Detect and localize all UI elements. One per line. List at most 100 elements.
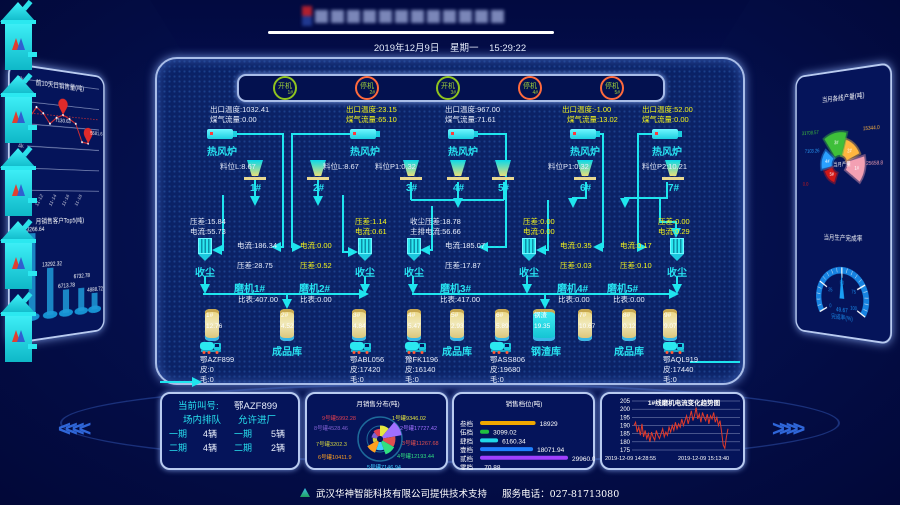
collector-pressure: 压差:15.84: [190, 218, 226, 226]
waiting-count: 4辆: [203, 444, 217, 453]
chart-title: 销售档位(吨): [506, 399, 543, 408]
status-indicator-3#[interactable]: 开机3#: [436, 76, 460, 100]
x-tick-label: 2019-12-09 14:28:55: [605, 456, 656, 462]
collector-body: [522, 238, 536, 254]
hopper-base: [574, 177, 596, 180]
silo-number: 6#: [495, 312, 509, 320]
sales-grade-panel: 销售档位(吨)叁档18929伍档3099.02肆档6160.34壹档18071.…: [452, 392, 595, 470]
grinding-mill-icon: [0, 0, 37, 73]
hopper-base: [400, 177, 422, 180]
truck-icon: [200, 340, 222, 354]
grade-bar: [480, 456, 568, 460]
hopper-number: 7#: [668, 183, 679, 194]
silo-value: 10.67: [578, 323, 592, 331]
footer: 武汉华神智能科技有限公司提供技术支持 服务电话：027-81713080: [300, 486, 619, 500]
collector-cone: [407, 254, 421, 261]
silo-4#: 4#5.47: [407, 309, 421, 341]
furnace-gas-flow: 煤气流量:13.02: [567, 116, 618, 124]
hopper-base: [492, 177, 514, 180]
silo-钢渣: 钢渣19.35: [533, 309, 555, 341]
collector-cone: [358, 254, 372, 261]
silo-number: 9#: [663, 312, 677, 320]
silo-number: 4#: [407, 312, 421, 320]
chart-title: 1#线磨机电流变化趋势图: [648, 398, 721, 407]
value-label: 6160.34: [502, 438, 526, 445]
grade-bar: [480, 438, 498, 442]
furnace-label: 热风炉: [350, 143, 380, 158]
grinding-mill-icon: [0, 73, 37, 146]
specific-surface-ratio: 比表:0.00: [558, 296, 590, 304]
mill-pressure: 压差:28.75: [237, 262, 273, 270]
truck-plate: 鄂ABL056: [350, 356, 384, 364]
hopper-number: 4#: [453, 183, 464, 194]
waiting-label: 场内排队: [183, 416, 221, 426]
collector-label: 收尘: [667, 264, 687, 279]
collector-body: [670, 238, 684, 254]
phone-text: 服务电话：027-81713080: [502, 489, 619, 500]
collector-pressure: 压差:1.14: [355, 218, 387, 226]
hot-blast-furnace-icon: [207, 129, 233, 139]
specific-surface-ratio: 比表:0.00: [613, 296, 645, 304]
current-trend-line: [634, 408, 728, 449]
truck-tare: 皮:19680: [490, 366, 520, 374]
trend-panel: 1751801851901952002051#线磨机电流变化趋势图2019-12…: [600, 392, 745, 470]
hopper-number: 1#: [250, 183, 261, 194]
status-indicator-4#[interactable]: 停机4#: [518, 76, 542, 100]
truck-tare: 皮:17420: [350, 366, 380, 374]
collector-current: 电流:0.29: [658, 228, 690, 236]
silo-1#: 1#12.76: [205, 309, 219, 341]
mill-current: 电流:185.07: [445, 242, 485, 250]
hopper-level: 料位P1:0.32: [375, 163, 416, 171]
collector-body: [407, 238, 421, 254]
y-tick-label: 195: [620, 415, 631, 421]
silo-9#: 9# 9.07: [663, 309, 677, 341]
rose-sector: [367, 441, 379, 453]
hopper-level: 料位P1:0.32: [548, 163, 589, 171]
chart-title: 月销售分布(吨): [356, 399, 399, 408]
truck-gross: 毛:0: [663, 376, 677, 384]
hopper-level: 料位L:8.67: [220, 163, 256, 171]
storage-label: 成品库: [272, 343, 302, 358]
sector-label: 1号罐9346.02: [392, 414, 426, 422]
silo-7#: 7#10.67: [578, 309, 592, 341]
status-line-number: 3#: [438, 91, 458, 96]
mill-label: 磨机5#: [607, 280, 638, 295]
silo-value: 5.89: [495, 323, 509, 331]
collector-label: 收尘: [195, 264, 215, 279]
status-indicator-2#[interactable]: 停机2#: [355, 76, 379, 100]
hopper-number: 3#: [406, 183, 417, 194]
y-tick-label: 200: [620, 407, 631, 413]
sector-label: 8号罐4528.46: [314, 424, 348, 432]
dust-collector-icon: [522, 238, 536, 262]
truck-gross: 毛:0: [200, 376, 214, 384]
truck-gross: 毛:0: [490, 376, 504, 384]
value-label: 3099.02: [493, 430, 517, 437]
sector-label: 3号罐11267.68: [402, 439, 439, 447]
allowed-label: 允许进厂: [238, 416, 276, 426]
mill-label: 磨机3#: [440, 280, 471, 295]
status-indicator-5#[interactable]: 停机5#: [600, 76, 624, 100]
furnace-outlet-temp: 出口温度:-1.00: [562, 106, 611, 114]
y-tick-label: 190: [620, 424, 631, 430]
status-indicator-1#[interactable]: 开机1#: [273, 76, 297, 100]
collector-body: [358, 238, 372, 254]
collector-cone: [198, 254, 212, 261]
storage-label: 成品库: [442, 343, 472, 358]
collector-current: 电流:0.00: [523, 228, 555, 236]
mill-pressure: 压差:0.52: [300, 262, 332, 270]
dust-collector-icon: [670, 238, 684, 262]
silo-value: 9.07: [663, 323, 677, 331]
value-label: 18071.94: [537, 447, 564, 454]
grade-bar: [480, 421, 536, 425]
monthly-sales-chart: 月销售分布(吨)1号罐9346.022号罐17727.423号罐11267.68…: [305, 392, 448, 472]
hot-blast-furnace-icon: [350, 129, 376, 139]
furnace-outlet-temp: 出口温度:967.00: [445, 106, 500, 114]
silo-3#: 3#4.84: [352, 309, 366, 341]
mill-pressure: 压差:0.10: [620, 262, 652, 270]
silo-number: 2#: [280, 312, 294, 320]
grade-bar: [480, 447, 533, 451]
silo-number: 8#: [622, 312, 636, 320]
furnace-label: 热风炉: [570, 143, 600, 158]
status-label: 停机: [357, 83, 377, 90]
hopper-icon: [495, 160, 511, 176]
